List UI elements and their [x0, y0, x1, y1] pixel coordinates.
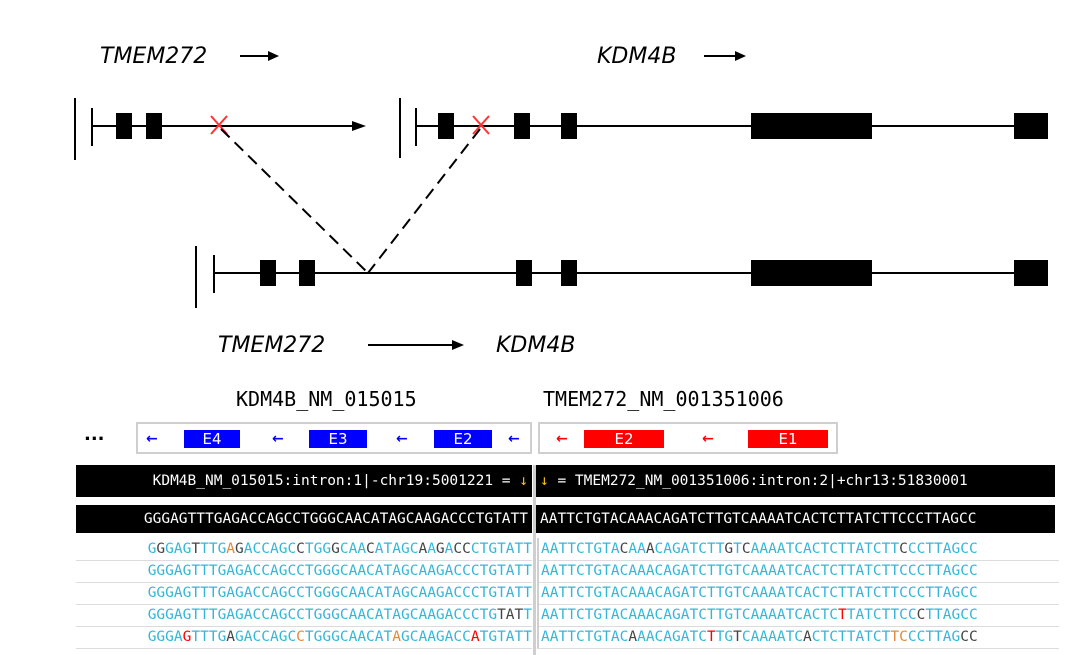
- exon-block: [299, 260, 315, 286]
- left-reference-sequence: GGGAGTTTGAGACCAGCCTGGGCAACATAGCAAGACCCTG…: [76, 505, 532, 533]
- left-read-sequence: GGGAGTTTGAGACCAGCCTGGGCAACATAGCAAGACCCTG…: [147, 607, 532, 623]
- left-read-sequence: GGGAGTTTGAGACCAGCCTGGGCAACATAGCAAGACCATG…: [147, 629, 532, 645]
- left-read-sequence: GGGAGTTTGAGACCAGCCTGGGCAACATAGCAAGACCCTG…: [147, 541, 532, 557]
- down-arrow-icon: ↓: [519, 473, 528, 489]
- gene-label-kdm4b: KDM4B: [597, 44, 676, 69]
- right-read-sequence: AATTCTGTACAAACAGATCTTGTCAAAATCACTCTTATCT…: [541, 585, 978, 601]
- right-read-sequence: AATTCTGTACAAACAGATCTTGTCAAAATCACTCTTATCT…: [541, 607, 978, 623]
- right-read-row: AATTCTGTACAAACAGATCTTGTCAAAATCACTCTTATCT…: [537, 626, 1059, 649]
- more-indicator[interactable]: ...: [84, 424, 105, 445]
- fusion-gene-model: [195, 246, 1048, 308]
- exon-block: [514, 113, 530, 139]
- x-mark-icon: [472, 115, 490, 135]
- strand-arrow-icon: ←: [702, 431, 714, 447]
- strand-arrow-icon: ←: [396, 431, 408, 447]
- left-read-row: GGGAGTTTGAGACCAGCCTGGGCAACATAGCAAGACCCTG…: [76, 582, 532, 605]
- fusion-dashed-line: [220, 128, 369, 274]
- exon-block: [146, 113, 162, 139]
- right-read-row: AATTCTGTACAAACAGATCTTGTCAAAATCACTCTTATCT…: [537, 538, 1059, 561]
- left-read-row: GGGAGTTTGAGACCAGCCTGGGCAACATAGCAAGACCCTG…: [76, 604, 532, 627]
- fusion-diagram: TMEM272 KDM4B: [74, 44, 1048, 358]
- right-breakpoint-header: ↓ = TMEM272_NM_001351006:intron:2|+chr13…: [536, 465, 1055, 497]
- exon-block: [561, 260, 577, 286]
- gene-label-tmem272: TMEM272: [100, 44, 207, 69]
- left-read-row: GGGAGTTTGAGACCAGCCTGGGCAACATAGCAAGACCCTG…: [76, 560, 532, 583]
- right-exon-track: ← E2 ← E1: [538, 422, 838, 454]
- left-breakpoint-header: KDM4B_NM_015015:intron:1|-chr19:5001221 …: [76, 465, 532, 497]
- exon-e2[interactable]: E2: [584, 430, 664, 448]
- exon-block: [438, 113, 454, 139]
- breakpoint-divider: [533, 465, 536, 655]
- exon-block: [516, 260, 532, 286]
- down-arrow-icon: ↓: [540, 473, 549, 489]
- tmem272-gene-model: [74, 98, 366, 160]
- right-transcript-title: TMEM272_NM_001351006: [543, 387, 784, 411]
- strand-arrow-icon: ←: [556, 431, 568, 447]
- left-exon-track: ← E4 ← E3 ← E2 ←: [136, 422, 532, 454]
- direction-arrow-icon: [735, 51, 746, 61]
- exon-block: [751, 260, 872, 286]
- left-read-row: GGGAGTTTGAGACCAGCCTGGGCAACATAGCAAGACCCTG…: [76, 538, 532, 561]
- exon-e1[interactable]: E1: [748, 430, 828, 448]
- right-read-sequence: AATTCTGTACAAACAGATCTTGTCAAAATCACTCTTATCT…: [541, 541, 978, 557]
- fusion-label-tmem272: TMEM272: [218, 333, 325, 358]
- right-read-row: AATTCTGTACAAACAGATCTTGTCAAAATCACTCTTATCT…: [537, 560, 1059, 583]
- strand-arrow-icon: ←: [272, 431, 284, 447]
- left-read-sequence: GGGAGTTTGAGACCAGCCTGGGCAACATAGCAAGACCCTG…: [147, 585, 532, 601]
- left-read-row: GGGAGTTTGAGACCAGCCTGGGCAACATAGCAAGACCATG…: [76, 626, 532, 649]
- fusion-arrow-icon: [452, 340, 464, 350]
- right-reference-sequence: AATTCTGTACAAACAGATCTTGTCAAAATCACTCTTATCT…: [536, 505, 1055, 533]
- direction-arrow-icon: [268, 51, 279, 61]
- strand-arrow-icon: ←: [508, 431, 520, 447]
- fusion-dashed-line: [367, 128, 481, 274]
- left-read-sequence: GGGAGTTTGAGACCAGCCTGGGCAACATAGCAAGACCCTG…: [147, 563, 532, 579]
- kdm4b-gene-model: [399, 98, 1048, 158]
- fusion-label-kdm4b: KDM4B: [496, 333, 575, 358]
- exon-e4[interactable]: E4: [184, 430, 240, 448]
- exon-block: [1014, 260, 1048, 286]
- gene-end-arrow-icon: [352, 121, 366, 131]
- right-read-sequence: AATTCTGTACAAACAGATCTTGTCAAAATCACTCTTATCT…: [541, 629, 978, 645]
- left-header-text: KDM4B_NM_015015:intron:1|-chr19:5001221 …: [152, 473, 511, 489]
- exon-e3[interactable]: E3: [309, 430, 367, 448]
- exon-block: [751, 113, 872, 139]
- exon-block: [116, 113, 132, 139]
- exon-e2[interactable]: E2: [434, 430, 492, 448]
- right-read-row: AATTCTGTACAAACAGATCTTGTCAAAATCACTCTTATCT…: [537, 582, 1059, 605]
- strand-arrow-icon: ←: [146, 431, 158, 447]
- exon-block: [561, 113, 577, 139]
- exon-block: [260, 260, 276, 286]
- right-read-row: AATTCTGTACAAACAGATCTTGTCAAAATCACTCTTATCT…: [537, 604, 1059, 627]
- right-read-sequence: AATTCTGTACAAACAGATCTTGTCAAAATCACTCTTATCT…: [541, 563, 978, 579]
- exon-block: [1014, 113, 1048, 139]
- left-transcript-title: KDM4B_NM_015015: [236, 387, 417, 411]
- right-header-text: = TMEM272_NM_001351006:intron:2|+chr13:5…: [557, 473, 968, 489]
